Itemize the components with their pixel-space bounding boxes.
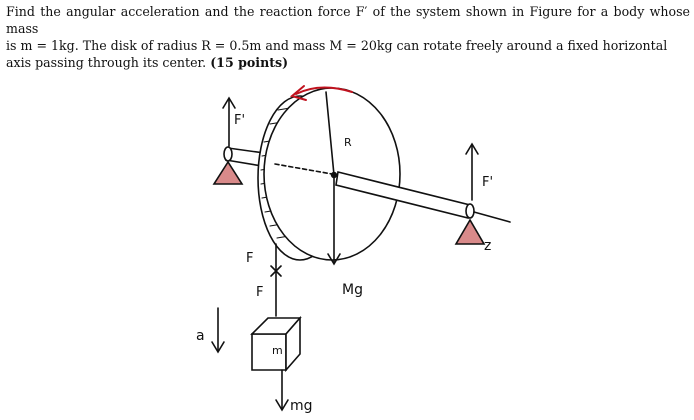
problem-line-1: Find the angular acceleration and the re… xyxy=(6,4,690,36)
points-label: (15 points) xyxy=(210,55,289,70)
label-disk-weight: Mg xyxy=(342,282,363,298)
label-tension-upper: F xyxy=(246,251,253,266)
radius-line xyxy=(325,91,335,176)
right-reaction-arrowhead xyxy=(465,142,479,155)
axle-hidden xyxy=(274,163,333,175)
problem-line-3-text: axis passing through its center. xyxy=(6,55,207,70)
label-f-prime-right: F' xyxy=(482,175,493,190)
label-tension-lower: F xyxy=(256,285,263,300)
tension-cut-2 xyxy=(270,265,282,277)
rotation-arrow xyxy=(295,86,353,95)
problem-statement: Find the angular acceleration and the re… xyxy=(6,3,690,71)
axle-end-left xyxy=(223,146,233,162)
z-axis-line xyxy=(473,211,511,223)
problem-line-3: axis passing through its center. (15 poi… xyxy=(6,54,690,71)
axle-end-right xyxy=(465,203,475,219)
label-accel: a xyxy=(196,328,205,344)
label-z: z xyxy=(484,238,491,254)
label-f-prime-left: F' xyxy=(234,113,245,128)
right-support xyxy=(454,218,486,245)
disk-weight-arrowhead xyxy=(327,253,341,266)
label-block-mass: m xyxy=(272,344,283,357)
block-weight-arrowhead xyxy=(275,399,289,412)
left-support xyxy=(212,160,244,185)
rotation-arrowhead xyxy=(289,85,307,101)
accel-arrowhead xyxy=(211,341,225,354)
label-block-weight: mg xyxy=(290,398,313,414)
hanging-block xyxy=(250,315,302,373)
left-reaction-arrowhead xyxy=(222,96,236,109)
label-radius: R xyxy=(344,136,352,149)
problem-line-2: is m = 1kg. The disk of radius R = 0.5m … xyxy=(6,38,668,53)
